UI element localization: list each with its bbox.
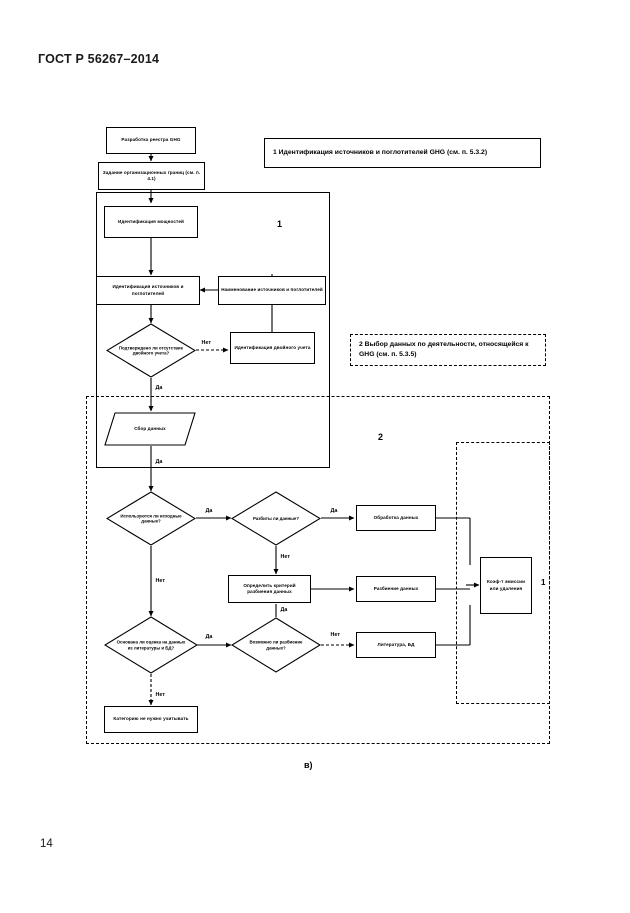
group-label-1-right: 1 bbox=[541, 578, 546, 587]
edge-label-no-literature: Нет bbox=[155, 692, 166, 698]
edge-label-yes-split-check: Да bbox=[330, 508, 338, 514]
group-box-1 bbox=[96, 192, 330, 468]
edge-label-yes-literature: Да bbox=[205, 634, 213, 640]
edge-label-yes-data-collection: Да bbox=[155, 459, 163, 465]
node-double-count-check[interactable]: Подтверждено ли отсутствие двойного учет… bbox=[106, 323, 196, 378]
node-identify-capacities[interactable]: Идентификация мощностей bbox=[104, 206, 198, 238]
node-literature-db[interactable]: Литература, БД bbox=[356, 632, 436, 658]
group-box-1-right bbox=[456, 442, 550, 704]
node-literature-based-label: Основана ли оценка на данных из литерату… bbox=[116, 639, 186, 650]
edge-label-yes-double-count: Да bbox=[155, 385, 163, 391]
legend-item-1: 1 Идентификация источников и поглотителе… bbox=[264, 138, 541, 168]
node-data-split-check-label: Разбиты ли данные? bbox=[252, 515, 300, 521]
legend-item-2: 2 Выбор данных по деятельности, относяще… bbox=[350, 334, 546, 366]
node-literature-based[interactable]: Основана ли оценка на данных из литерату… bbox=[104, 616, 198, 674]
node-data-processing[interactable]: Обработка данных bbox=[356, 505, 436, 531]
group-label-1: 1 bbox=[277, 219, 283, 229]
node-split-possible[interactable]: Возможно ли разбиение данных? bbox=[231, 617, 321, 673]
edge-label-yes-split-criteria: Да bbox=[280, 607, 288, 613]
node-registry[interactable]: Разработка реестра GHG bbox=[106, 127, 196, 154]
node-data-collection[interactable]: Сбор данных bbox=[104, 412, 196, 446]
node-use-source-data-label: Используются ли исходные данные? bbox=[120, 512, 182, 524]
node-data-splitting[interactable]: Разбиение данных bbox=[356, 576, 436, 602]
node-split-possible-label: Возможно ли разбиение данных? bbox=[249, 639, 303, 650]
edge-label-yes-source-data: Да bbox=[205, 508, 213, 514]
node-data-split-check[interactable]: Разбиты ли данные? bbox=[231, 491, 321, 546]
node-define-split-criteria[interactable]: Определить критерий разбиения данных bbox=[228, 575, 311, 603]
edge-label-no-split-possible: Нет bbox=[330, 632, 341, 638]
node-use-source-data[interactable]: Используются ли исходные данные? bbox=[106, 491, 196, 546]
edge-label-no-double-count: Нет bbox=[201, 340, 212, 346]
node-category-not-needed[interactable]: Категорию не нужно учитывать bbox=[104, 706, 198, 733]
node-naming-sources[interactable]: Наименование источников и поглотителей bbox=[218, 276, 326, 305]
page-number: 14 bbox=[40, 838, 53, 850]
node-identify-sources[interactable]: Идентификация источников и поглотителей bbox=[96, 276, 200, 305]
figure-caption: в) bbox=[304, 760, 313, 770]
node-org-boundaries[interactable]: Задание организационных границ (см. п. 4… bbox=[98, 162, 205, 190]
node-emission-factor[interactable]: Коэф-т эмиссии или удаления bbox=[480, 557, 532, 614]
document-header: ГОСТ Р 56267–2014 bbox=[38, 52, 160, 66]
group-label-2: 2 bbox=[378, 432, 384, 442]
node-identify-double-count[interactable]: Идентификация двойного учета bbox=[230, 332, 315, 364]
node-data-collection-label: Сбор данных bbox=[134, 425, 166, 431]
edge-label-no-split-check: Нет bbox=[280, 554, 291, 560]
node-double-count-check-label: Подтверждено ли отсутствие двойного учет… bbox=[118, 344, 184, 356]
edge-label-no-source-data: Нет bbox=[155, 578, 166, 584]
